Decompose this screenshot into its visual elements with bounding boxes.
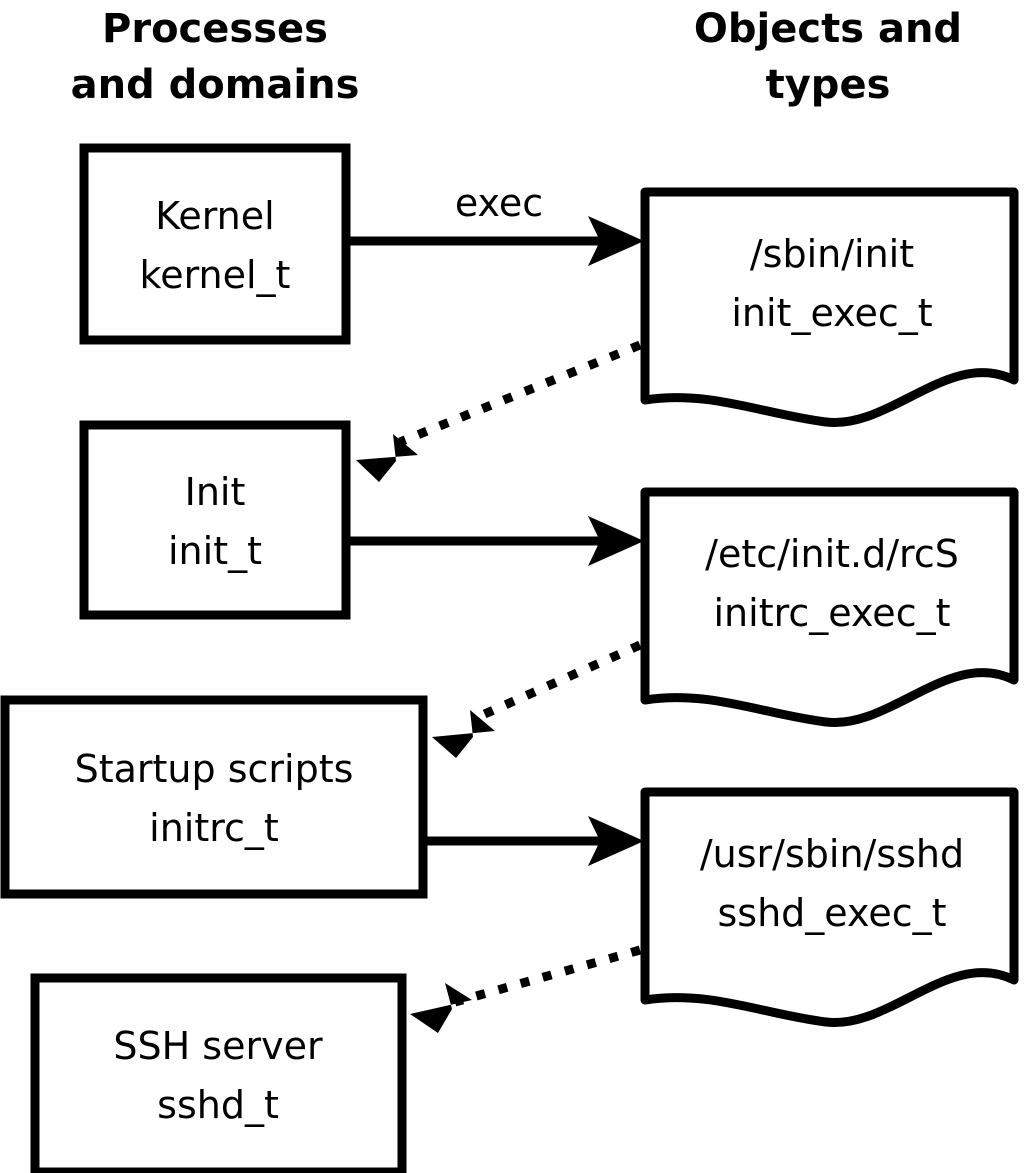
node-init-exec-line2: init_exec_t [731, 291, 932, 335]
edge-sshd-exec-transition-sshd [410, 945, 642, 1033]
column-header-left-line1: Processes [102, 6, 328, 52]
arrow-head-icon [588, 816, 644, 866]
edge-initrc-exec-transition-initrc [432, 640, 642, 758]
arrow-head-icon [588, 516, 644, 566]
edge-kernel-exec-init-exec: exec [350, 181, 644, 266]
node-ssh-server-box[interactable] [30, 973, 407, 1173]
node-ssh-server-line1: SSH server [113, 1024, 323, 1068]
node-kernel-line1: Kernel [155, 194, 274, 238]
node-sshd-exec[interactable]: /usr/sbin/sshd sshd_exec_t [640, 787, 1019, 1027]
edge-initrc-exec-sshd-exec [427, 816, 644, 866]
node-init[interactable]: Init init_t [79, 420, 351, 620]
node-init-exec-line1: /sbin/init [750, 232, 914, 276]
node-startup-scripts-line1: Startup scripts [75, 747, 354, 791]
node-initrc-exec-line2: initrc_exec_t [714, 591, 951, 635]
column-header-right-line2: types [766, 62, 891, 108]
edge-init-exec-transition-init [356, 340, 642, 482]
edge-line [476, 640, 642, 722]
edge-label-exec: exec [455, 181, 543, 225]
edge-init-exec-initrc-exec [350, 516, 644, 566]
node-ssh-server-line2: sshd_t [157, 1083, 279, 1127]
node-init-exec[interactable]: /sbin/init init_exec_t [640, 187, 1019, 427]
node-sshd-exec-document[interactable] [640, 787, 1019, 1027]
node-ssh-server[interactable]: SSH server sshd_t [30, 973, 407, 1173]
arrow-head-icon [410, 983, 472, 1033]
node-sshd-exec-line2: sshd_exec_t [717, 891, 946, 935]
node-startup-scripts-box[interactable] [0, 695, 428, 899]
node-initrc-exec-document[interactable] [640, 487, 1019, 727]
node-init-box[interactable] [79, 420, 351, 620]
edge-line [453, 945, 642, 1007]
column-header-right-line1: Objects and [694, 6, 962, 52]
node-initrc-exec[interactable]: /etc/init.d/rcS initrc_exec_t [640, 487, 1019, 727]
node-kernel-line2: kernel_t [140, 253, 291, 297]
column-header-left-line2: and domains [71, 62, 360, 108]
node-init-exec-document[interactable] [640, 187, 1019, 427]
arrow-head-icon [432, 710, 495, 758]
arrow-head-icon [588, 216, 644, 266]
arrow-head-icon [356, 434, 418, 482]
node-init-line2: init_t [168, 529, 262, 573]
node-kernel-box[interactable] [79, 143, 351, 345]
node-sshd-exec-line1: /usr/sbin/sshd [700, 832, 964, 876]
column-header-right: Objects and types [694, 6, 962, 108]
column-header-left: Processes and domains [71, 6, 360, 108]
node-init-line1: Init [185, 470, 246, 514]
node-kernel[interactable]: Kernel kernel_t [79, 143, 351, 345]
node-initrc-exec-line1: /etc/init.d/rcS [705, 532, 959, 576]
node-startup-scripts-line2: initrc_t [149, 806, 279, 850]
edge-line [398, 340, 642, 447]
node-startup-scripts[interactable]: Startup scripts initrc_t [0, 695, 428, 899]
